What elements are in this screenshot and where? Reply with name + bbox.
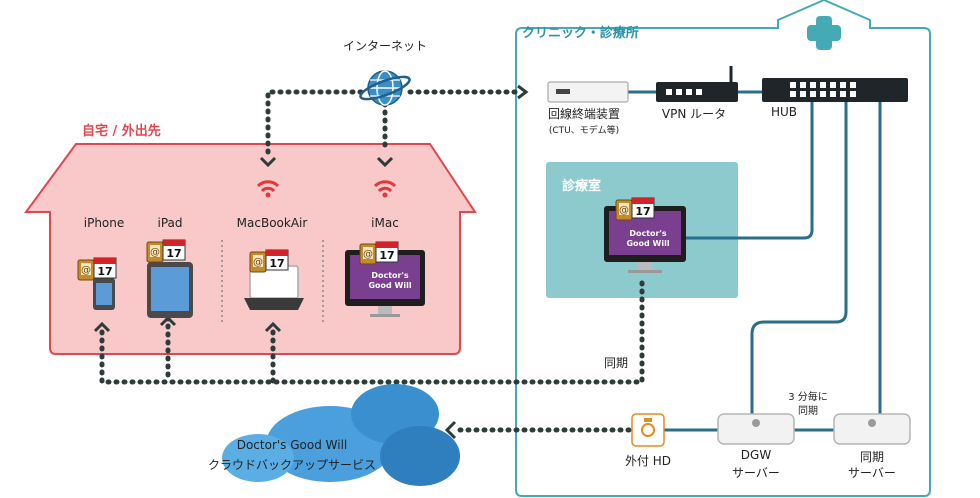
sync-server-label: サーバー <box>848 466 896 480</box>
sync-interval-label: 3 分毎に <box>788 392 828 403</box>
home-title: 自宅 / 外出先 <box>82 124 161 139</box>
dgw-server-label: DGW <box>740 448 772 462</box>
lan-cable <box>750 102 848 414</box>
imac-device: Doctor's Good Will <box>345 241 425 317</box>
globe-icon <box>359 70 411 106</box>
lan-cable <box>686 102 814 240</box>
hub-icon <box>762 78 908 102</box>
device-label-ipad: iPad <box>157 216 183 230</box>
exam-imac-device: Doctor's Good Will <box>604 197 686 273</box>
logo-text: Good Will <box>626 239 669 248</box>
exam-room-title: 診療室 <box>562 179 602 194</box>
internet-label: インターネット <box>342 39 428 53</box>
sync-server-label: 同期 <box>859 450 885 464</box>
dgw-server-icon <box>717 413 795 445</box>
cloud-label: Doctor's Good Will <box>236 438 348 452</box>
ipad-device <box>146 239 193 318</box>
medical-cross-icon <box>807 16 841 50</box>
cloud-icon <box>222 384 460 486</box>
hub-label: HUB <box>770 105 798 119</box>
sync-label: 同期 <box>604 356 629 370</box>
device-label-macbookair: MacBookAir <box>236 216 308 230</box>
clinic-title: クリニック・診療所 <box>522 26 639 41</box>
logo-text: Doctor's <box>629 229 667 238</box>
external-hd-label: 外付 HD <box>624 454 672 468</box>
device-label-iphone: iPhone <box>83 216 125 230</box>
iphone-device <box>77 257 117 310</box>
sync-server-icon <box>833 413 911 445</box>
arrow-left-icon <box>444 420 457 440</box>
sync-link <box>99 277 645 385</box>
arrow-right-icon <box>517 84 529 100</box>
macbook-device <box>244 249 304 310</box>
modem-label: 回線終端装置 <box>547 107 621 121</box>
cloud-label: クラウドバックアップサービス <box>207 458 377 472</box>
modem-sublabel: (CTU、モデム等) <box>548 126 620 136</box>
dgw-server-label: サーバー <box>732 466 780 480</box>
router-icon <box>656 66 738 102</box>
modem-icon <box>547 81 629 103</box>
device-label-imac: iMac <box>371 216 399 230</box>
vpn-router-label: VPN ルータ <box>661 107 727 121</box>
home-zone <box>24 143 477 355</box>
sync-interval-label: 同期 <box>798 406 818 417</box>
logo-text: Good Will <box>368 281 411 290</box>
internet-link <box>265 89 365 155</box>
external-hd-icon <box>631 413 665 447</box>
logo-text: Doctor's <box>371 271 409 280</box>
